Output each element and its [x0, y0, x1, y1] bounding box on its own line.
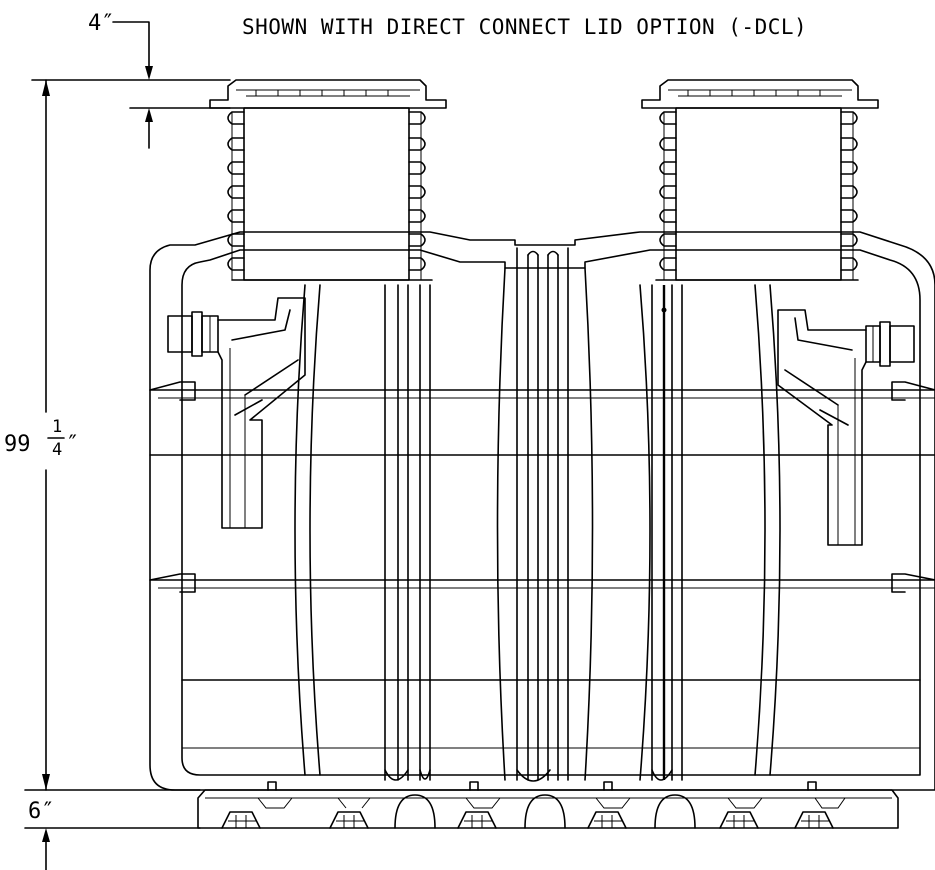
- dimension-6in: 6″: [24, 789, 201, 870]
- base-grille-2: [329, 811, 369, 829]
- drawing-title: SHOWN WITH DIRECT CONNECT LID OPTION (-D…: [242, 15, 807, 39]
- base-grille-6: [794, 811, 834, 829]
- base-grille-3: [457, 811, 497, 829]
- base-pad: [197, 781, 899, 829]
- dimension-total-height-whole: 99: [4, 432, 31, 457]
- dimension-6in-label: 6″: [28, 799, 55, 824]
- dimension-total-height-unit: ″: [66, 432, 79, 457]
- dimension-4in: 4″: [31, 11, 231, 149]
- riser-left: [209, 79, 447, 281]
- dimension-total-height: 99 1 4 ″: [4, 79, 79, 791]
- inlet-tee-left: [167, 297, 306, 529]
- tank-body: [149, 231, 935, 791]
- dimension-total-height-numerator: 1: [52, 417, 62, 437]
- dimension-total-height-denominator: 4: [52, 440, 62, 460]
- outlet-tee-right: [777, 309, 915, 546]
- base-grille-5: [719, 811, 759, 829]
- riser-right: [641, 79, 879, 281]
- base-grille-4: [587, 811, 627, 829]
- dimension-4in-label: 4″: [88, 11, 115, 36]
- base-grille-1: [221, 811, 261, 829]
